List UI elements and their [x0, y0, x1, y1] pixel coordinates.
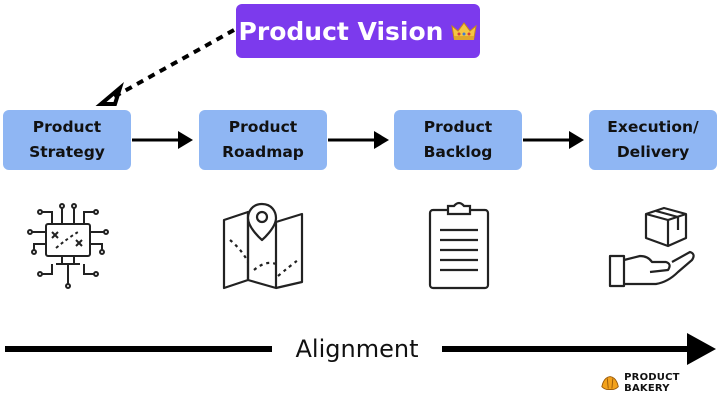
step-label-line2: Delivery: [616, 143, 690, 161]
product-vision-box: Product Vision: [236, 4, 480, 58]
step-label-line2: Strategy: [29, 143, 105, 161]
step-label-line1: Product: [32, 118, 102, 136]
brand-name: PRODUCT BAKERY: [624, 372, 680, 394]
step-arrow-1: [132, 131, 193, 149]
step-label-line2: Roadmap: [222, 143, 304, 161]
step-label-line1: Product: [423, 118, 493, 136]
execution-delivery-box: Execution/ Delivery: [589, 110, 717, 170]
circuit-board-monitor-icon: [27, 203, 109, 289]
product-vision-label: Product Vision: [238, 16, 444, 46]
brand-logo: PRODUCT BAKERY: [600, 372, 720, 394]
clipboard-list-icon: [428, 201, 490, 290]
vision-arrow-head: [95, 82, 124, 106]
croissant-icon: [601, 376, 619, 391]
vision-to-strategy-arrow: [111, 28, 235, 100]
step-label-line1: Execution/: [607, 118, 699, 136]
crown-icon: [451, 22, 478, 40]
step-label-line2: Backlog: [423, 143, 493, 161]
hand-box-icon: [608, 206, 695, 288]
product-backlog-box: Product Backlog: [394, 110, 522, 170]
alignment-label: Alignment: [272, 330, 442, 368]
product-strategy-box: Product Strategy: [3, 110, 131, 170]
product-roadmap-box: Product Roadmap: [199, 110, 327, 170]
step-arrow-2: [328, 131, 389, 149]
step-arrow-3: [523, 131, 584, 149]
step-label-line1: Product: [228, 118, 298, 136]
map-pin-icon: [222, 202, 304, 290]
